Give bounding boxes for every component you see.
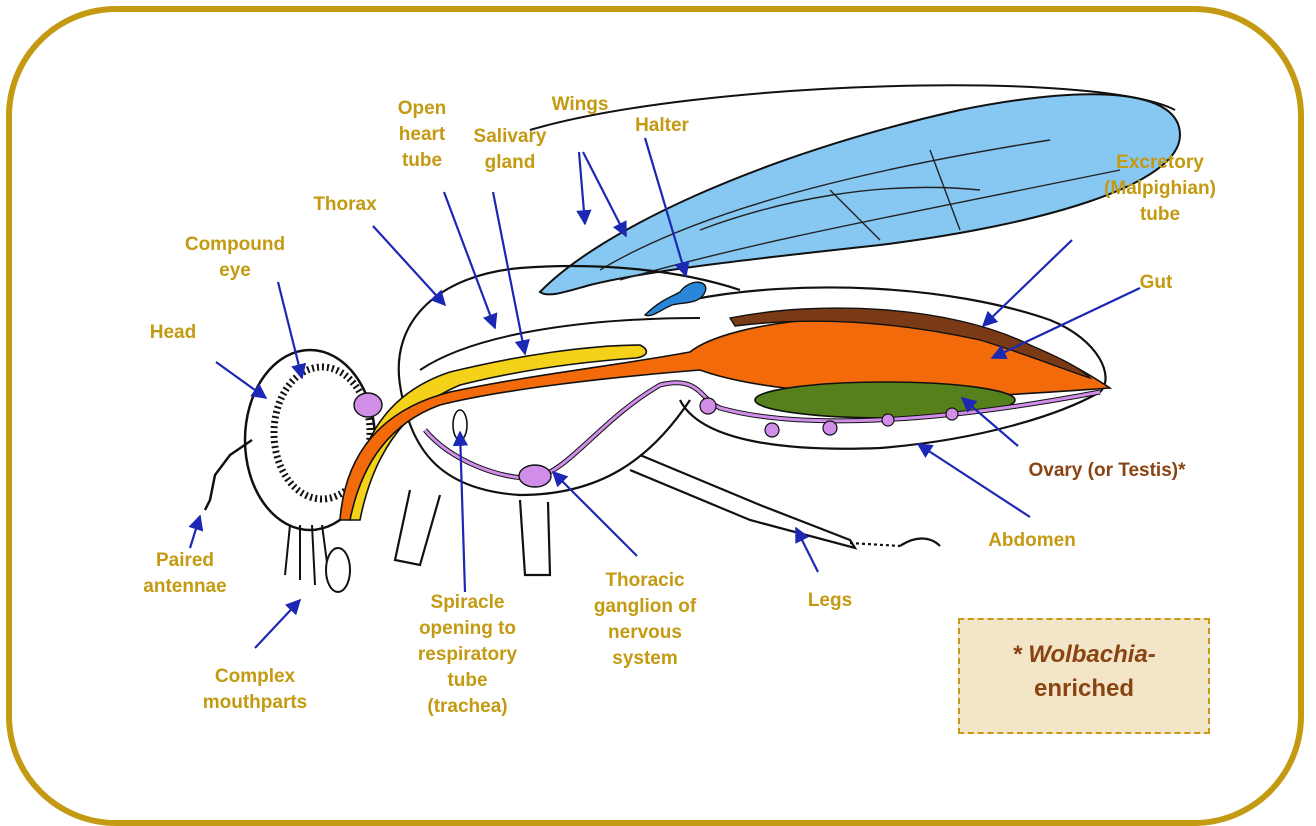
note-line-1: * Wolbachia- [960,638,1208,672]
label-spiracle: Spiracle opening to respiratory tube (tr… [405,590,530,720]
halter-shape [645,282,706,315]
arrow-thoracic-ganglion [553,472,637,556]
label-wings: Wings [540,92,620,118]
label-thoracic-ganglion: Thoracic ganglion of nervous system [590,568,700,672]
label-excretory-tube: Excretory (Malpighian) tube [1085,150,1235,228]
wolbachia-note: * Wolbachia- enriched [958,618,1210,734]
arrow-wings-2 [583,152,626,236]
arrow-head [216,362,266,398]
label-salivary-gland: Salivary gland [465,124,555,176]
label-paired-antennae: Paired antennae [135,548,235,600]
arrow-spiracle [460,432,465,592]
note-italic: Wolbachia [1028,641,1148,668]
arrow-salivary-gland [493,192,525,354]
label-halter: Halter [622,113,702,139]
note-suffix: - [1148,641,1156,668]
label-open-heart-tube: Open heart tube [382,96,462,174]
label-legs: Legs [800,588,860,614]
arrow-thorax [373,226,445,305]
label-ovary: Ovary (or Testis)* [1002,458,1212,484]
arrow-open-heart-tube [444,192,495,328]
arrow-wings-1 [579,152,585,224]
label-head: Head [138,320,208,346]
label-gut: Gut [1126,270,1186,296]
label-thorax: Thorax [300,192,390,218]
note-prefix: * [1012,641,1028,668]
arrow-complex-mouthparts [255,600,300,648]
label-compound-eye: Compound eye [180,232,290,284]
arrow-gut [992,288,1140,358]
label-abdomen: Abdomen [972,528,1092,554]
note-line-2: enriched [960,672,1208,706]
arrow-paired-antennae [190,516,200,548]
label-complex-mouthparts: Complex mouthparts [190,664,320,716]
